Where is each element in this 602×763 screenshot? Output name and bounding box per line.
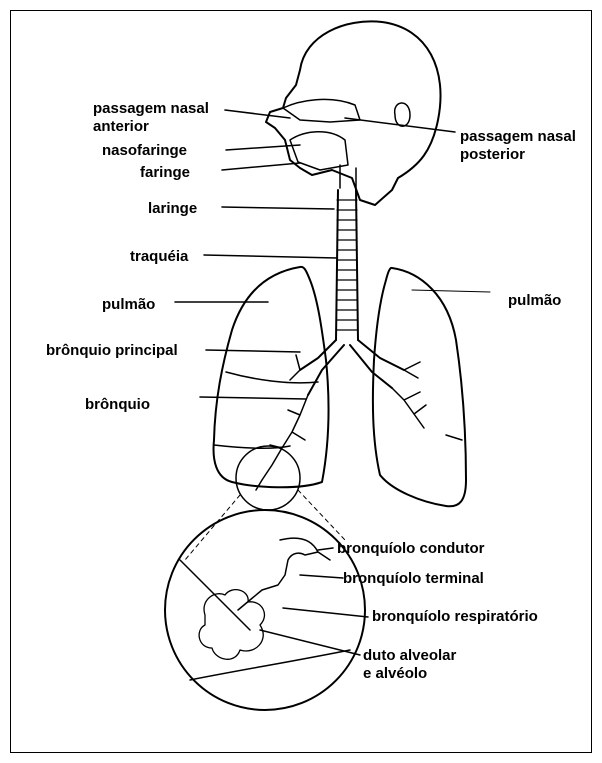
trachea-rings (337, 200, 357, 330)
label-trachea: traquéia (130, 248, 188, 266)
trachea-tube (336, 190, 358, 340)
mouth-cavity (290, 132, 348, 170)
bronchiole-detail (238, 538, 330, 610)
label-main-bronchus: brônquio principal (46, 342, 178, 360)
label-posterior-nasal-passage: passagem nasal posterior (460, 128, 576, 164)
alveoli-cluster (199, 590, 264, 660)
label-bronchus: brônquio (85, 396, 150, 414)
label-terminal-bronchiole: bronquíolo terminal (343, 570, 484, 588)
label-pharynx: faringe (140, 164, 190, 182)
label-alveolar-duct: duto alveolar e alvéolo (363, 647, 456, 683)
label-nasopharynx: nasofaringe (102, 142, 187, 160)
right-main-bronchus (350, 340, 404, 388)
zoom-detail-circle (165, 510, 365, 710)
zoom-source-circle (236, 446, 300, 510)
right-lung-outline (373, 268, 466, 506)
right-lung-fissure (446, 435, 462, 440)
throat (340, 165, 356, 190)
left-bronchial-tree (256, 355, 308, 490)
left-lung-outline (214, 267, 329, 487)
label-anterior-nasal-passage: passagem nasal anterior (93, 100, 209, 136)
label-larynx: laringe (148, 200, 197, 218)
right-bronchial-tree (392, 362, 426, 428)
head-outline (266, 21, 441, 205)
label-respiratory-bronchiole: bronquíolo respiratório (372, 608, 538, 626)
label-lung-left: pulmão (102, 296, 155, 314)
left-main-bronchus (300, 340, 344, 395)
label-lung-right: pulmão (508, 292, 561, 310)
label-conducting-bronchiole: bronquíolo condutor (337, 540, 484, 558)
ear (395, 103, 410, 126)
